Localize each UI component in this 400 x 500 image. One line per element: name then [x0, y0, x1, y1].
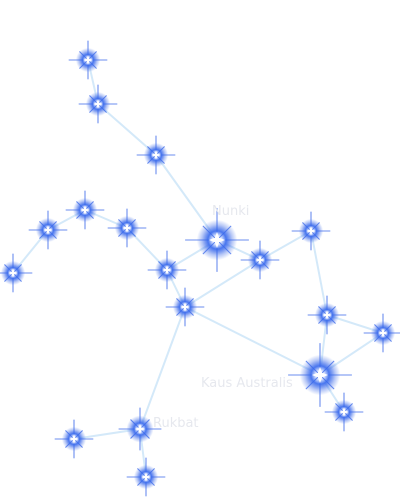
- constellation-line: [184, 259, 261, 308]
- star-e: [291, 211, 331, 251]
- star-kaus: [287, 342, 353, 408]
- star-o: [54, 419, 94, 459]
- star-h: [28, 210, 68, 250]
- star-i: [0, 253, 33, 293]
- star-j: [147, 250, 187, 290]
- star-d: [240, 240, 280, 280]
- star-nunki: [184, 207, 250, 273]
- star-rukbat: [118, 407, 162, 451]
- constellation-line: [184, 306, 321, 376]
- star-m: [363, 313, 400, 353]
- star-l: [307, 295, 347, 335]
- star-f: [65, 190, 105, 230]
- star-a: [68, 40, 108, 80]
- star-k: [165, 287, 205, 327]
- star-label-rukbat: Rukbat: [153, 416, 199, 431]
- star-b: [78, 84, 118, 124]
- star-label-kaus-australis: Kaus Australis: [201, 376, 293, 391]
- star-labels: Nunki Kaus Australis Rukbat: [153, 204, 293, 431]
- star-label-nunki: Nunki: [212, 204, 249, 219]
- star-n: [324, 392, 364, 432]
- star-c: [136, 135, 176, 175]
- constellation-line: [139, 306, 186, 430]
- star-p: [126, 457, 166, 497]
- star-g: [107, 208, 147, 248]
- constellation-lines: [12, 59, 384, 478]
- constellation-line: [310, 230, 328, 316]
- constellation-line: [97, 103, 157, 156]
- constellation-stars: [0, 40, 400, 497]
